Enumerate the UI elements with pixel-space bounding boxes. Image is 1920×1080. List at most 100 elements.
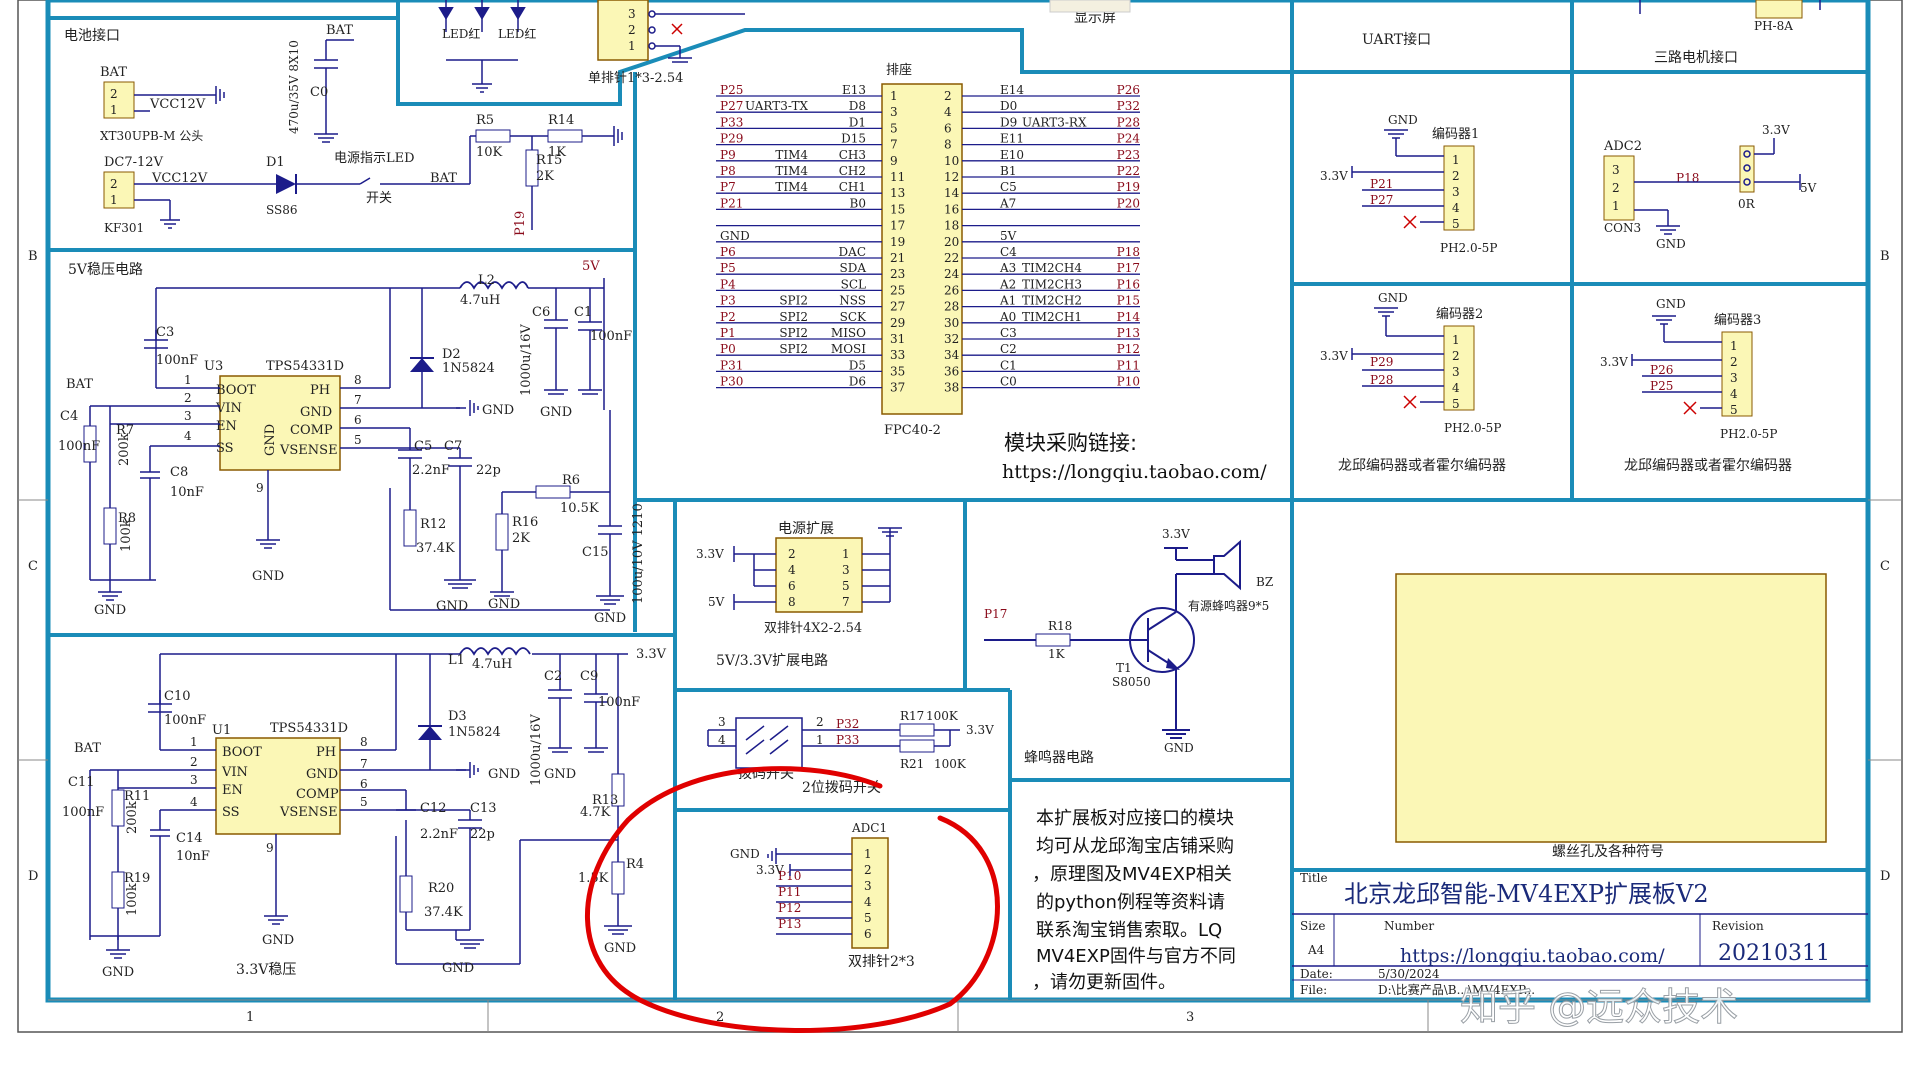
buy-link-url[interactable]: https://longqiu.taobao.com/: [1002, 461, 1267, 483]
svg-text:4: 4: [190, 795, 198, 809]
svg-text:1: 1: [1452, 333, 1460, 347]
reg33-gnd-4: GND: [442, 961, 474, 976]
enc1-title: 编码器1: [1432, 127, 1479, 142]
svg-text:3: 3: [718, 715, 726, 729]
u1-pin-ph: PH: [316, 745, 336, 760]
l2-val: 4.7uH: [460, 293, 500, 308]
fpc-left-net: P8: [720, 164, 736, 178]
svg-text:3: 3: [1452, 185, 1460, 199]
ph8a-connector: [1755, 0, 1803, 19]
red-annotation-circle: [585, 766, 1000, 1033]
reg5-gnd-6: GND: [594, 611, 626, 626]
t1-part: S8050: [1112, 675, 1151, 689]
uart-wires: [1639, 0, 1821, 14]
fpc-right-pin: D9: [1000, 115, 1017, 129]
u3-pin-ss: SS: [216, 441, 234, 456]
bat-net-label: BAT: [430, 171, 457, 186]
display-placeholder: [1049, 0, 1131, 13]
adc2-gnd: GND: [1656, 237, 1686, 251]
svg-text:3: 3: [1612, 163, 1620, 177]
svg-text:6: 6: [354, 413, 362, 427]
l1-val: 4.7uH: [472, 657, 512, 672]
fpc-pin-num: 8: [944, 138, 952, 152]
mount-title: 螺丝孔及各种符号: [1552, 844, 1664, 860]
r17-ref: R17: [900, 709, 924, 723]
adc2-p18: P18: [1676, 171, 1699, 185]
fpc-right-func: TIM2CH1: [1022, 310, 1082, 324]
u3-ref: U3: [204, 359, 223, 374]
number-label: Number: [1384, 919, 1434, 933]
enc3-net-b: P25: [1650, 379, 1673, 393]
fpc-left-net: P30: [720, 375, 743, 389]
title-label: Title: [1300, 871, 1328, 885]
adc1-p12: P12: [778, 901, 801, 915]
d3-val: 1N5824: [448, 725, 501, 740]
number-value[interactable]: https://longqiu.taobao.com/: [1400, 945, 1665, 967]
fpc-right-pin: E10: [1000, 148, 1024, 162]
pext-5v: 5V: [708, 595, 725, 609]
note-block: 本扩展板对应接口的模块 均可从龙邱淘宝店铺采购 ，原理图及MV4EXP相关 的p…: [1032, 808, 1236, 993]
svg-text:2: 2: [788, 547, 796, 561]
r6-val: 10.5K: [560, 501, 599, 516]
u3-part: TPS54331D: [266, 359, 344, 374]
power-ext-title: 电源扩展: [778, 521, 834, 537]
fpc-pin-num: 17: [890, 219, 905, 233]
c6-ref: C6: [532, 305, 550, 320]
fpc-right-net: P14: [1117, 310, 1141, 324]
fpc-pin-num: 25: [890, 283, 905, 297]
svg-text:2: 2: [816, 715, 824, 729]
fpc-right-func: UART3-RX: [1022, 115, 1087, 129]
fpc-left-pin: SCL: [841, 277, 866, 291]
fpc-right-pin: C3: [1000, 326, 1017, 340]
fpc-right-net: P18: [1117, 245, 1140, 259]
fpc-left-func: SPI2: [779, 342, 808, 356]
d2-val: 1N5824: [442, 361, 495, 376]
grid-labels: 1 2 3 B C D B C D: [28, 249, 1890, 1025]
fpc-right-net: P23: [1117, 148, 1140, 162]
svg-text:7: 7: [360, 757, 368, 771]
fpc-left-net: P1: [720, 326, 736, 340]
grid-col-3: 3: [1186, 1010, 1194, 1025]
enc1-gnd: GND: [1388, 113, 1418, 127]
fpc-pin-num: 28: [944, 300, 959, 314]
d1-part: SS86: [266, 203, 298, 217]
grid-row-c: C: [28, 559, 38, 574]
svg-text:4: 4: [184, 429, 192, 443]
dc-vcc-net: VCC12V: [151, 171, 208, 186]
svg-text:4: 4: [1452, 201, 1460, 215]
buzzer-p17: P17: [984, 607, 1007, 621]
d2-ref: D2: [442, 347, 461, 362]
buy-link-label: 模块采购链接:: [1004, 431, 1137, 455]
u1-ref: U1: [212, 723, 231, 738]
c5-val: 2.2nF: [412, 463, 450, 478]
svg-text:2: 2: [190, 755, 198, 769]
fpc-pin-num: 23: [890, 267, 905, 281]
fpc-right-net: P15: [1117, 294, 1140, 308]
u3-pin-vsense: VSENSE: [279, 443, 338, 458]
c11-val: 100nF: [62, 805, 104, 820]
fpc-pin-num: 24: [944, 267, 960, 281]
c4-ref: C4: [60, 409, 78, 424]
c15-ref: C15: [582, 545, 609, 560]
r21-ref: R21: [900, 757, 924, 771]
r20-ref: R20: [428, 881, 454, 896]
dip-subtitle: 2位拨码开关: [802, 780, 881, 796]
fpc-right-net: P26: [1117, 83, 1140, 97]
u3-pin-gnd2: GND: [263, 424, 278, 456]
note-line-6: MV4EXP固件与官方不同: [1036, 946, 1236, 967]
r19-ref: R19: [124, 871, 150, 886]
fpc-right-net: P22: [1117, 164, 1140, 178]
single-header-title: 单排针1*3-2.54: [588, 71, 683, 86]
r4-ref: R4: [626, 857, 644, 872]
u1-pin-en: EN: [222, 783, 243, 798]
fpc-left-net: P2: [720, 310, 736, 324]
r6-ref: R6: [562, 473, 580, 488]
fpc-pin-num: 9: [890, 154, 898, 168]
svg-text:2: 2: [1452, 169, 1460, 183]
